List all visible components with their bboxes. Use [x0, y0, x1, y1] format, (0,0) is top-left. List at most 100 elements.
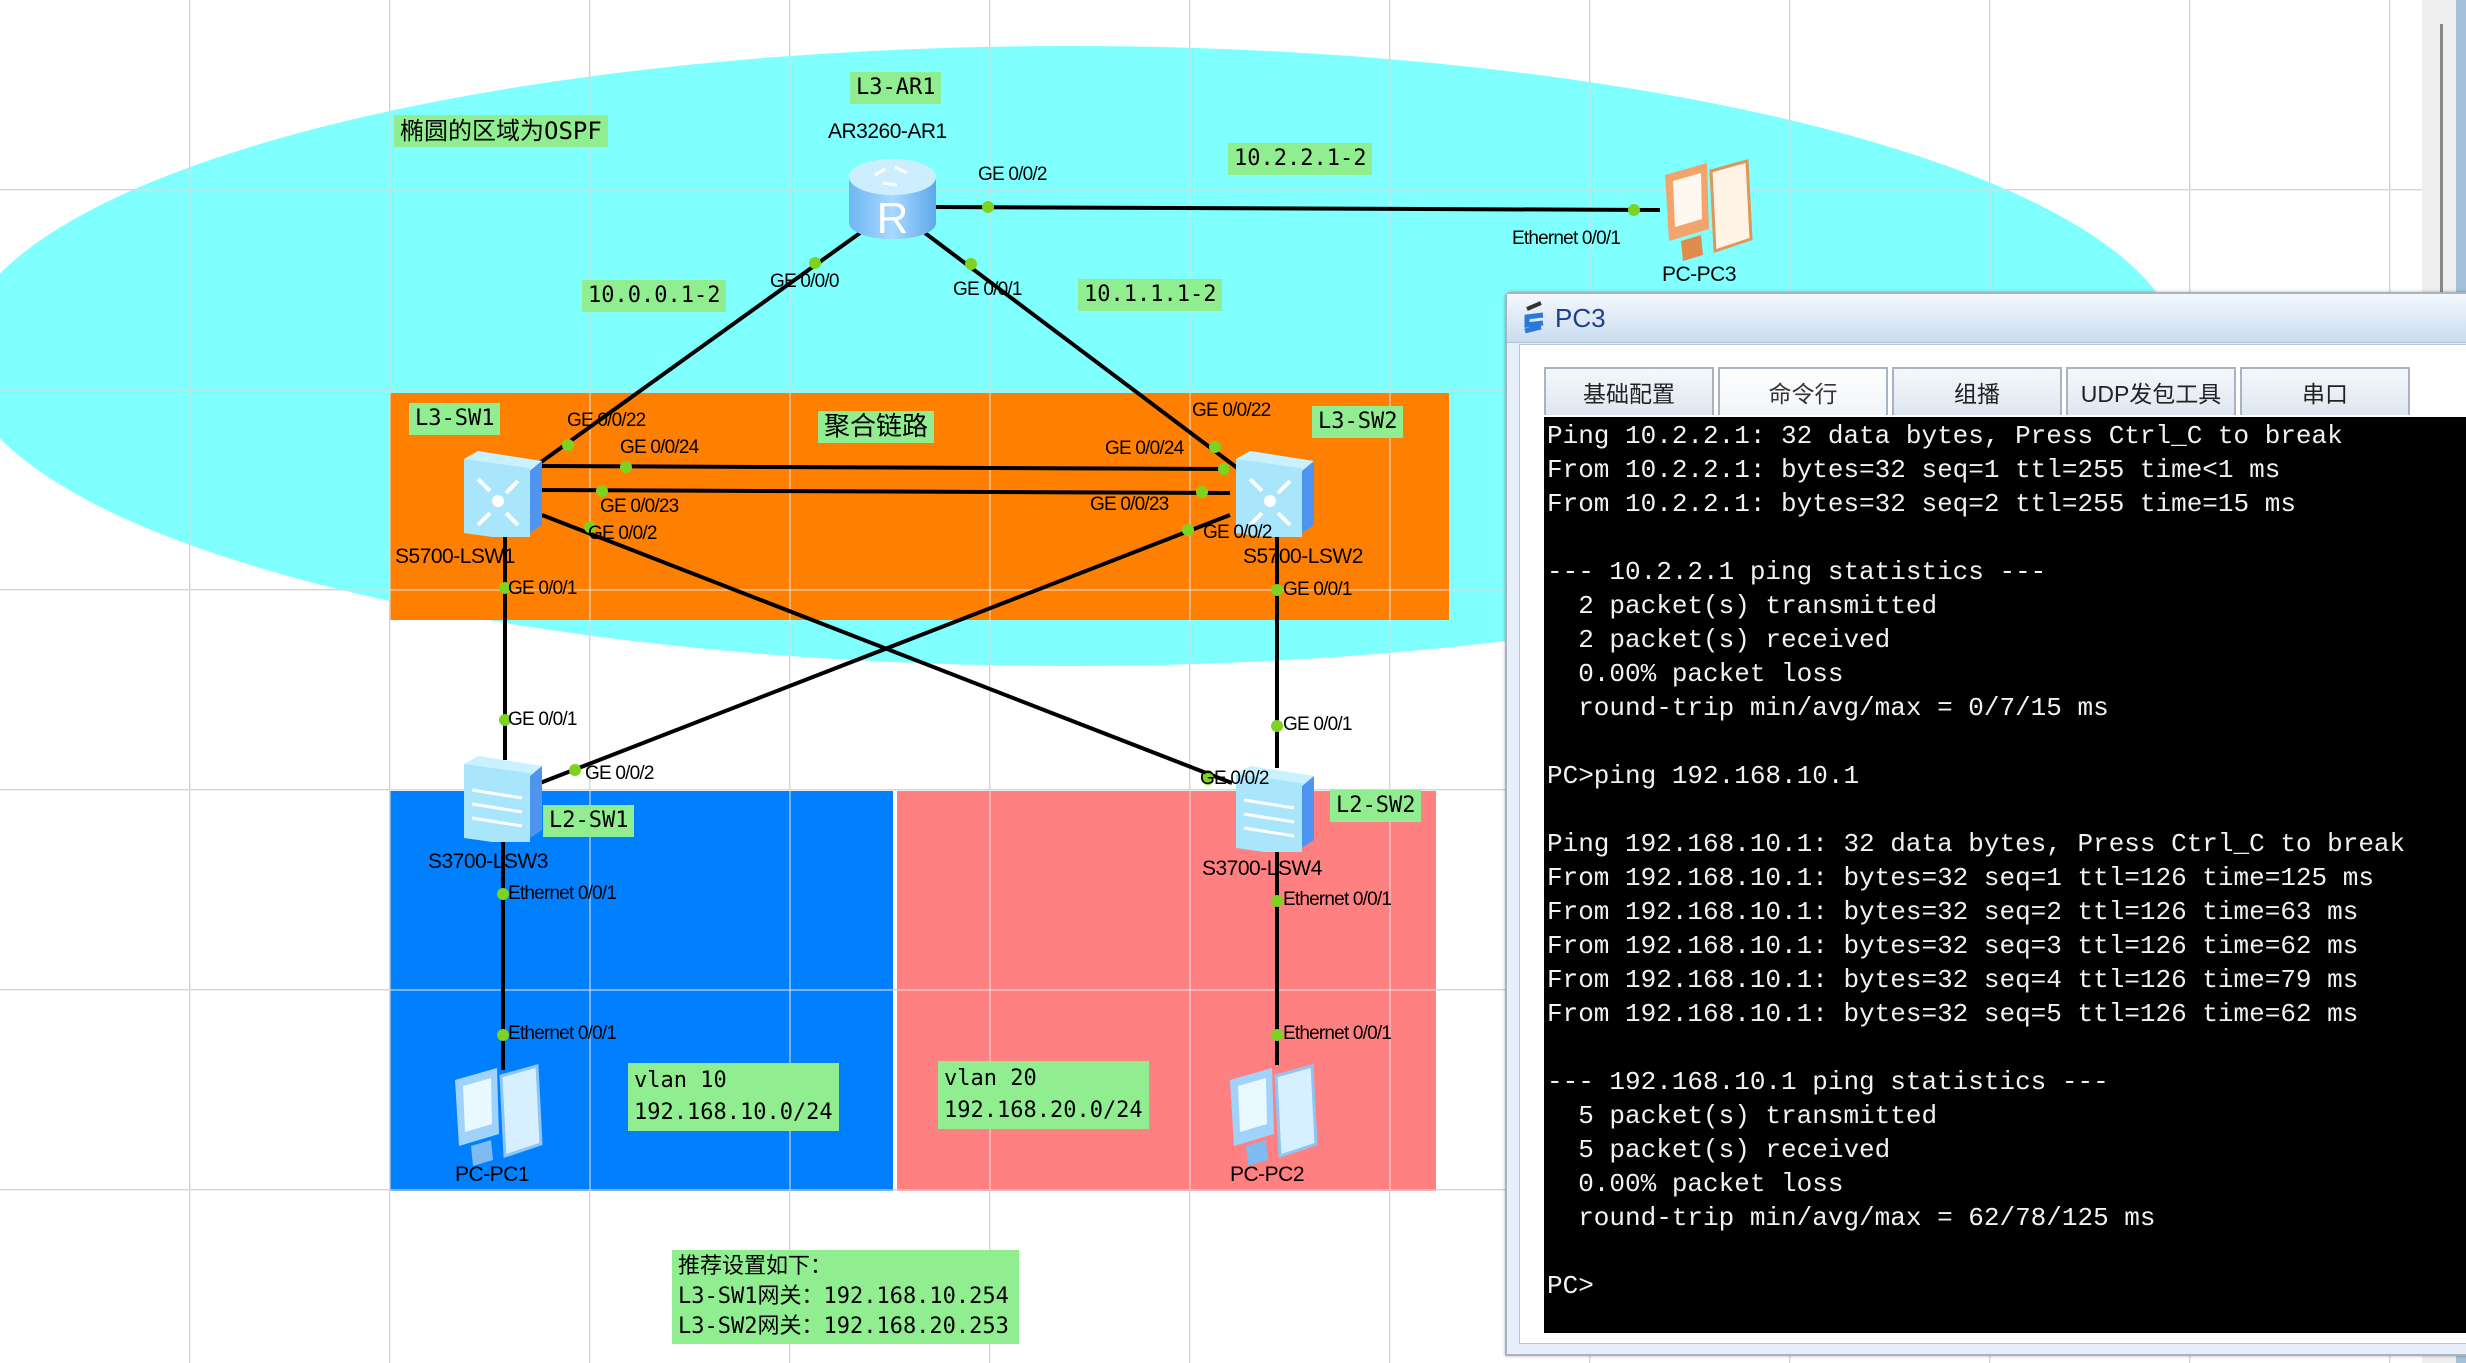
- port-label: GE 0/0/1: [508, 578, 577, 599]
- port-label: GE 0/0/2: [978, 164, 1047, 185]
- terminal-line: 0.00% packet loss: [1547, 1169, 1844, 1199]
- link-ar1-sw2[interactable]: [923, 231, 1242, 472]
- port-dot: [965, 258, 977, 270]
- port-label: GE 0/0/2: [585, 763, 654, 784]
- sw1-tag-note[interactable]: L3-SW1: [409, 403, 501, 435]
- port-dot: [497, 888, 509, 900]
- l3-switch-sw1-icon[interactable]: [458, 447, 548, 537]
- window-titlebar[interactable]: PC3: [1507, 294, 2466, 343]
- port-label: GE 0/0/2: [1200, 768, 1269, 789]
- tab-command-line[interactable]: 命令行: [1718, 367, 1888, 415]
- window-body: 基础配置 命令行 组播 UDP发包工具 串口 Ping 10.2.2.1: 32…: [1519, 344, 2466, 1344]
- pc3-console-window[interactable]: PC3 基础配置 命令行 组播 UDP发包工具 串口 Ping 10.2.2.1…: [1505, 292, 2466, 1356]
- terminal-line: 5 packet(s) transmitted: [1547, 1101, 1938, 1131]
- port-label: GE 0/0/24: [620, 437, 699, 458]
- terminal-line: 2 packet(s) transmitted: [1547, 591, 1938, 621]
- terminal-line: round-trip min/avg/max = 62/78/125 ms: [1547, 1203, 2156, 1233]
- terminal-line: Ping 192.168.10.1: 32 data bytes, Press …: [1547, 829, 2406, 859]
- port-label: Ethernet 0/0/1: [1512, 228, 1621, 249]
- port-dot: [1202, 773, 1214, 785]
- port-label: GE 0/0/1: [1283, 579, 1352, 600]
- terminal-line: From 10.2.2.1: bytes=32 seq=1 ttl=255 ti…: [1547, 455, 2281, 485]
- terminal-line: [1547, 521, 2466, 555]
- terminal-line: 0.00% packet loss: [1547, 659, 1844, 689]
- port-dot: [1271, 1029, 1283, 1041]
- terminal-line: [1547, 725, 2466, 759]
- l2-switch-lsw3-icon[interactable]: [458, 752, 548, 842]
- terminal-line: [1547, 1235, 2466, 1269]
- l3-switch-sw2-icon[interactable]: [1230, 447, 1320, 537]
- terminal-line: PC>ping 192.168.10.1: [1547, 761, 1860, 791]
- terminal-line: 2 packet(s) received: [1547, 625, 1891, 655]
- port-dot: [1271, 895, 1283, 907]
- device-label-lsw3: S3700-LSW3: [428, 850, 548, 873]
- link-ar1-pc3-note[interactable]: 10.2.2.1-2: [1228, 143, 1373, 175]
- svg-text:R: R: [877, 194, 909, 243]
- link-trunk-g23[interactable]: [541, 488, 1231, 495]
- port-dot: [569, 764, 581, 776]
- port-dot: [596, 485, 608, 497]
- terminal-line: 5 packet(s) received: [1547, 1135, 1891, 1165]
- terminal-line: [1547, 793, 2466, 827]
- terminal-line: round-trip min/avg/max = 0/7/15 ms: [1547, 693, 2109, 723]
- link-ar1-sw1[interactable]: [528, 231, 862, 472]
- port-dot: [1218, 463, 1230, 475]
- link-ar1-sw1-note[interactable]: 10.0.0.1-2: [582, 280, 727, 312]
- terminal-line: From 192.168.10.1: bytes=32 seq=2 ttl=12…: [1547, 897, 2359, 927]
- terminal-line: --- 10.2.2.1 ping statistics ---: [1547, 557, 2047, 587]
- terminal-line: Ping 10.2.2.1: 32 data bytes, Press Ctrl…: [1547, 421, 2343, 451]
- ar1-tag-note[interactable]: L3-AR1: [850, 72, 942, 104]
- pc-pc1-icon[interactable]: [445, 1060, 550, 1170]
- port-label: Ethernet 0/0/1: [1283, 889, 1392, 910]
- device-label-ar1: AR3260-AR1: [828, 120, 947, 143]
- link-sw2-lsw3[interactable]: [539, 513, 1231, 785]
- pc-pc3-icon[interactable]: [1655, 155, 1760, 265]
- l2-switch-lsw4-icon[interactable]: [1230, 762, 1320, 852]
- device-label-sw1: S5700-LSW1: [395, 545, 515, 568]
- ensp-app-icon: [1524, 301, 1544, 334]
- terminal-line: [1547, 1031, 2466, 1065]
- ospf-area-note[interactable]: 椭圆的区域为OSPF: [394, 115, 608, 147]
- lsw4-tag-note[interactable]: L2-SW2: [1330, 790, 1422, 822]
- port-label: GE 0/0/23: [1090, 494, 1169, 515]
- pc-pc2-icon[interactable]: [1220, 1060, 1325, 1170]
- port-dot: [499, 714, 511, 726]
- terminal-line: From 192.168.10.1: bytes=32 seq=4 ttl=12…: [1547, 965, 2359, 995]
- window-title: PC3: [1555, 302, 1606, 333]
- link-ar1-pc3[interactable]: [934, 205, 1661, 212]
- port-dot: [562, 439, 574, 451]
- tab-udp-tool[interactable]: UDP发包工具: [2066, 367, 2236, 415]
- port-label: Ethernet 0/0/1: [1283, 1023, 1392, 1044]
- port-label: GE 0/0/1: [953, 279, 1022, 300]
- terminal-line: From 192.168.10.1: bytes=32 seq=1 ttl=12…: [1547, 863, 2374, 893]
- vlan20-note[interactable]: vlan 20 192.168.20.0/24: [938, 1061, 1149, 1129]
- tab-multicast[interactable]: 组播: [1892, 367, 2062, 415]
- port-dot: [982, 201, 994, 213]
- terminal-line: From 10.2.2.1: bytes=32 seq=2 ttl=255 ti…: [1547, 489, 2296, 519]
- command-terminal[interactable]: Ping 10.2.2.1: 32 data bytes, Press Ctrl…: [1544, 417, 2466, 1333]
- device-label-sw2: S5700-LSW2: [1243, 545, 1363, 568]
- device-label-pc3: PC-PC3: [1662, 263, 1737, 286]
- tab-basic-config[interactable]: 基础配置: [1544, 367, 1714, 415]
- port-label: GE 0/0/22: [1192, 400, 1271, 421]
- port-dot: [497, 1029, 509, 1041]
- vlan10-note[interactable]: vlan 10 192.168.10.0/24: [628, 1063, 839, 1131]
- link-trunk-g24[interactable]: [541, 464, 1231, 471]
- tab-serial[interactable]: 串口: [2240, 367, 2410, 415]
- port-label: Ethernet 0/0/1: [508, 883, 617, 904]
- recommend-note[interactable]: 推荐设置如下： L3-SW1网关：192.168.10.254 L3-SW2网关…: [672, 1250, 1019, 1344]
- link-ar1-sw2-note[interactable]: 10.1.1.1-2: [1078, 279, 1223, 311]
- port-dot: [1628, 204, 1640, 216]
- eth-trunk-note[interactable]: 聚合链路: [818, 411, 935, 443]
- port-label: GE 0/0/1: [1283, 714, 1352, 735]
- port-label: Ethernet 0/0/1: [508, 1023, 617, 1044]
- lsw3-tag-note[interactable]: L2-SW1: [543, 805, 635, 837]
- port-label: GE 0/0/22: [567, 410, 646, 431]
- sw2-tag-note[interactable]: L3-SW2: [1312, 406, 1404, 438]
- terminal-line: From 192.168.10.1: bytes=32 seq=5 ttl=12…: [1547, 999, 2359, 1029]
- port-dot: [1209, 441, 1221, 453]
- port-label: GE 0/0/2: [1203, 522, 1272, 543]
- router-icon[interactable]: R: [845, 155, 940, 245]
- scrollbar-thumb[interactable]: [2440, 24, 2443, 294]
